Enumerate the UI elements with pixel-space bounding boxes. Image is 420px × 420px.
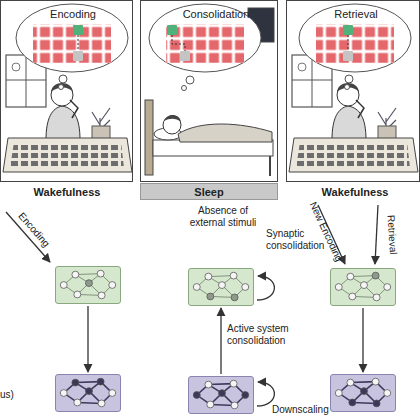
network-node: [242, 392, 249, 399]
sleep-band: Sleep: [140, 183, 278, 200]
network-node: [231, 402, 238, 409]
network-node: [360, 282, 367, 289]
network-box: [55, 374, 121, 412]
network-node: [205, 273, 212, 280]
network-node: [384, 284, 391, 291]
flow-arrow: [220, 308, 221, 374]
network-node: [97, 378, 104, 385]
network-graph: [331, 375, 395, 411]
network-box: [188, 268, 254, 306]
network-node: [205, 381, 212, 388]
network-graph: [56, 267, 120, 303]
annotation: Retrieval: [384, 204, 400, 265]
network-node: [347, 273, 354, 280]
network-node: [109, 390, 116, 397]
network-node: [74, 399, 81, 406]
network-node: [207, 293, 214, 300]
network-box: [188, 376, 254, 414]
edge-label: Active system consolidation: [227, 323, 319, 346]
network-node: [97, 270, 104, 277]
network-graph: [56, 375, 120, 411]
network-node: [60, 390, 67, 397]
network-node: [230, 272, 237, 279]
network-box: [330, 268, 396, 306]
network-node: [98, 400, 105, 407]
network-node: [384, 390, 391, 397]
network-node: [372, 272, 379, 279]
network-node: [373, 294, 380, 301]
network-node: [193, 392, 200, 399]
network-node: [85, 280, 92, 287]
network-node: [207, 401, 214, 408]
annotation: Absence of external stimuli: [180, 205, 266, 228]
bubble-title: Consolidation: [151, 8, 281, 21]
bubble-title: Retrieval: [295, 8, 417, 21]
annotation: us): [0, 389, 30, 401]
network-node: [85, 388, 92, 395]
network-node: [60, 282, 67, 289]
network-node: [360, 388, 367, 395]
network-node: [242, 284, 249, 291]
network-node: [218, 282, 225, 289]
network-node: [349, 293, 356, 300]
network-node: [74, 291, 81, 298]
network-graph: [189, 377, 253, 413]
network-node: [335, 284, 342, 291]
network-node: [218, 390, 225, 397]
network-node: [109, 282, 116, 289]
annotation: Downscaling: [272, 404, 352, 416]
scene-panel: Encoding: [0, 0, 133, 182]
network-node: [335, 390, 342, 397]
network-graph: [189, 269, 253, 305]
annotation: Encoding: [11, 205, 56, 255]
network-box: [55, 266, 121, 304]
scene-panel: Retrieval: [286, 0, 420, 182]
network-node: [372, 378, 379, 385]
phase-label: Sleep: [141, 186, 277, 199]
network-node: [98, 292, 105, 299]
annotation: New Encoding: [305, 195, 348, 269]
network-graph: [331, 269, 395, 305]
network-node: [72, 379, 79, 386]
scene-panel: Consolidation: [140, 0, 278, 182]
network-node: [349, 399, 356, 406]
phase-label: Wakefulness: [300, 186, 410, 199]
phase-label: Wakefulness: [12, 186, 122, 199]
bubble-title: Encoding: [1, 8, 145, 21]
network-node: [193, 284, 200, 291]
network-node: [72, 271, 79, 278]
network-node: [231, 294, 238, 301]
flow-arrow: [87, 306, 88, 372]
network-node: [230, 380, 237, 387]
network-node: [347, 379, 354, 386]
flow-arrow: [362, 308, 363, 372]
network-node: [373, 400, 380, 407]
network-box: [330, 374, 396, 412]
